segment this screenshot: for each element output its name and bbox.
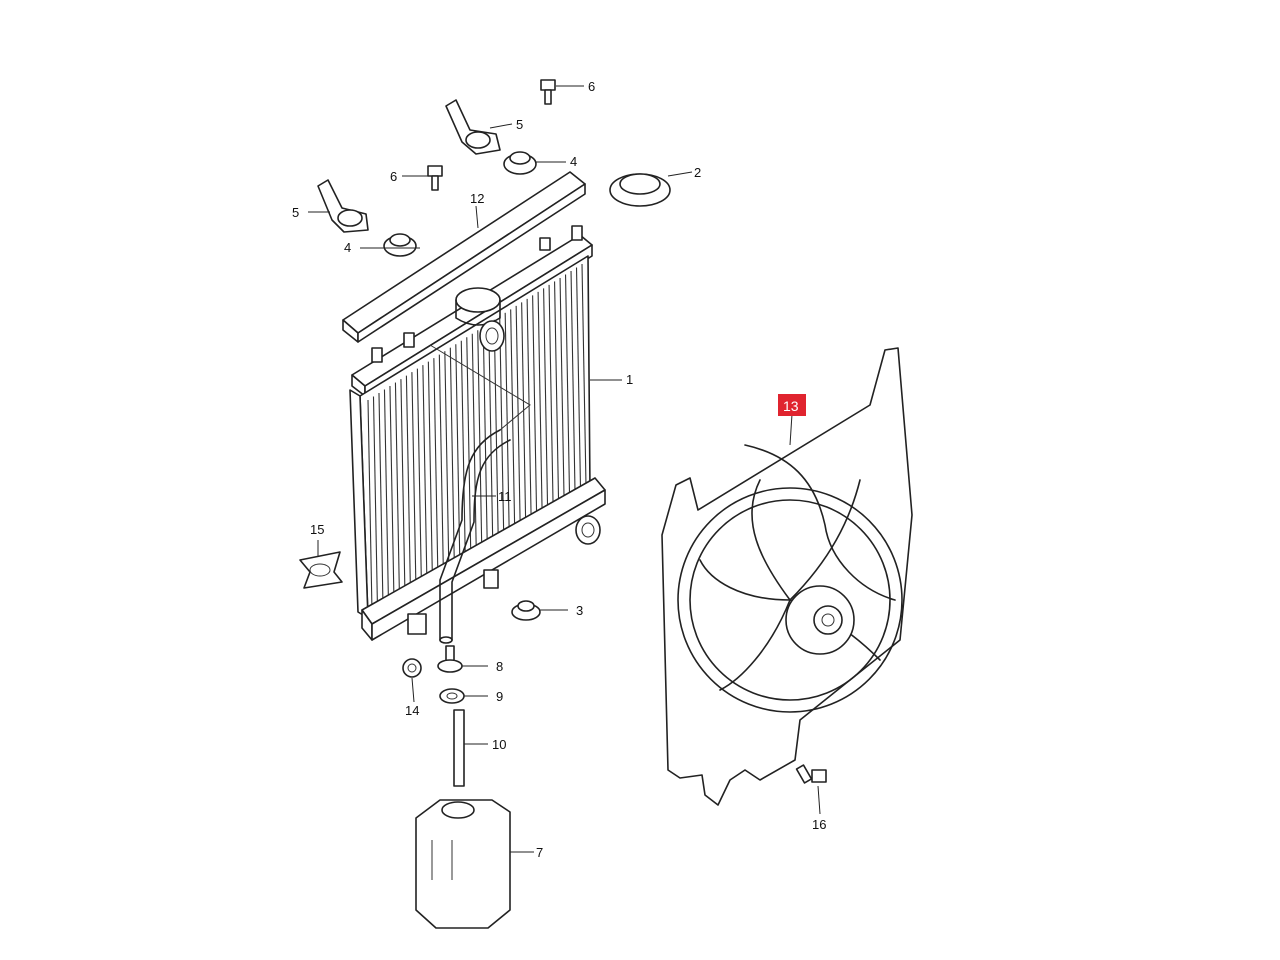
radiator-fin-line: [444, 351, 450, 567]
callout-1: 1: [626, 372, 633, 387]
callout-14: 14: [405, 703, 419, 718]
radiator-fin-line: [405, 375, 411, 590]
clamp-part[interactable]: [439, 688, 465, 704]
radiator-fin-line: [367, 399, 373, 613]
callout-7: 7: [536, 845, 543, 860]
callout-8: 8: [496, 659, 503, 674]
radiator-cap-part[interactable]: [609, 173, 671, 207]
bolt-mid-part[interactable]: [427, 165, 443, 191]
tank-cap-part[interactable]: [437, 645, 463, 673]
radiator-fin-line: [526, 298, 532, 519]
radiator-fin-line: [416, 368, 422, 583]
radiator-fin-line: [559, 277, 565, 499]
radiator-fin-line: [372, 396, 379, 609]
radiator-fin-line: [389, 386, 395, 600]
cushion-left-part[interactable]: [383, 233, 417, 257]
callout-12: 12: [470, 191, 484, 206]
radiator-fin-line: [575, 267, 582, 490]
radiator-fin-line: [493, 319, 499, 538]
callout-6-top: 6: [588, 79, 595, 94]
bracket-left-part[interactable]: [317, 179, 369, 233]
callout-3: 3: [576, 603, 583, 618]
hose-clip-part[interactable]: [402, 658, 422, 678]
callout-16: 16: [812, 817, 826, 832]
radiator-fin-line: [394, 382, 400, 596]
radiator-fin-line: [499, 316, 505, 535]
grommet-lower-part[interactable]: [511, 600, 541, 621]
radiator-fin-line: [400, 379, 406, 593]
radiator-fin-line: [427, 361, 433, 577]
radiator-fin-line: [471, 333, 477, 551]
radiator-fin-line: [411, 372, 417, 587]
radiator-fin-line: [570, 270, 576, 493]
radiator-fin-line: [455, 344, 461, 561]
clip-holder-part[interactable]: [299, 551, 343, 589]
callout-2: 2: [694, 165, 701, 180]
callout-4-right: 4: [570, 154, 577, 169]
radiator-fin-line: [422, 365, 428, 580]
fan-assembly-part[interactable]: [661, 347, 913, 806]
overflow-hose-part[interactable]: [429, 344, 531, 644]
callout-11: 11: [498, 489, 512, 504]
radiator-fin-line: [488, 323, 494, 541]
cushion-right-part[interactable]: [503, 151, 537, 175]
radiator-fin-line: [449, 347, 455, 564]
callout-5-right: 5: [516, 117, 523, 132]
fan-bolt-part[interactable]: [795, 764, 827, 784]
callout-layer: 1 2 3 4 4 5 5 6 6 7 8 9 10 11 12 14 15 1…: [292, 79, 826, 860]
radiator-fin-line: [482, 326, 488, 545]
radiator-fin-line: [466, 337, 472, 554]
radiator-fin-line: [537, 291, 543, 512]
callout-13-highlight-box[interactable]: [778, 394, 806, 416]
radiator-fin-line: [438, 354, 444, 571]
radiator-fin-line: [460, 340, 466, 558]
radiator-fin-line: [378, 393, 384, 606]
radiator-fin-line: [564, 274, 571, 496]
radiator-fins: [367, 263, 587, 613]
callout-4-left: 4: [344, 240, 351, 255]
bracket-right-part[interactable]: [445, 99, 501, 155]
callout-9: 9: [496, 689, 503, 704]
radiator-fin-line: [433, 358, 439, 574]
radiator-fin-line: [581, 263, 587, 487]
radiator-fin-line: [548, 284, 554, 506]
callout-15: 15: [310, 522, 324, 537]
callout-6-mid: 6: [390, 169, 397, 184]
radiator-fin-line: [383, 389, 390, 603]
callout-10: 10: [492, 737, 506, 752]
radiator-part[interactable]: [349, 225, 606, 641]
reservoir-tank-part[interactable]: [415, 799, 511, 929]
radiator-fin-line: [504, 312, 510, 532]
radiator-fin-line: [521, 302, 527, 522]
radiator-fin-line: [532, 295, 538, 516]
callout-13[interactable]: 13: [783, 398, 799, 414]
reservoir-hose-part[interactable]: [453, 709, 465, 787]
radiator-fin-line: [554, 281, 560, 503]
radiator-fin-line: [477, 330, 483, 548]
radiator-fin-line: [543, 288, 549, 509]
radiator-fin-line: [510, 309, 516, 529]
upper-cover-part[interactable]: [342, 171, 586, 343]
bolt-top-part[interactable]: [540, 79, 556, 105]
callout-5-left: 5: [292, 205, 299, 220]
